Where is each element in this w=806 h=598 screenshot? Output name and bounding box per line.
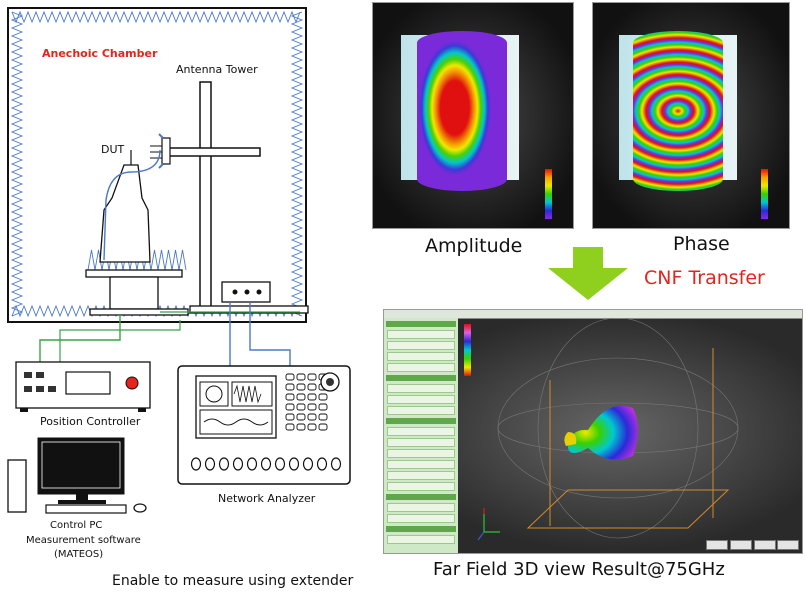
pc-label-line1: Control PC xyxy=(50,520,103,531)
farfield-caption: Far Field 3D view Result@75GHz xyxy=(433,559,725,580)
amplitude-panel xyxy=(372,2,574,229)
pc-label-line2: Measurement software xyxy=(26,535,141,546)
view-button-1[interactable] xyxy=(706,540,728,550)
view-button-3[interactable] xyxy=(754,540,776,550)
dut-label: DUT xyxy=(101,143,125,156)
cable-analyzer-2 xyxy=(249,302,291,366)
extender-box xyxy=(160,281,309,314)
cnf-transfer-caption: CNF Transfer xyxy=(644,267,765,289)
network-analyzer-device xyxy=(177,365,351,485)
chamber-label: Anechoic Chamber xyxy=(42,47,158,60)
control-pc-device xyxy=(7,437,147,514)
farfield-colorbar xyxy=(464,324,471,376)
amplitude-caption: Amplitude xyxy=(425,235,523,257)
tower-label: Antenna Tower xyxy=(176,63,258,76)
farfield-window xyxy=(383,309,803,554)
phase-surface xyxy=(633,31,723,191)
cable-controller xyxy=(39,315,121,362)
view-button-4[interactable] xyxy=(777,540,799,550)
pc-label-line3: (MATEOS) xyxy=(54,549,104,560)
view-button-2[interactable] xyxy=(730,540,752,550)
position-controller-device xyxy=(15,361,151,412)
window-titlebar xyxy=(384,310,802,319)
amplitude-colorbar xyxy=(545,169,552,219)
amplitude-surface xyxy=(417,31,507,191)
extender-caption: Enable to measure using extender xyxy=(112,573,354,589)
position-controller-label: Position Controller xyxy=(40,415,141,428)
farfield-3d-plot xyxy=(477,318,739,541)
phase-colorbar xyxy=(761,169,768,219)
phase-panel xyxy=(592,2,790,229)
network-analyzer-label: Network Analyzer xyxy=(218,492,316,505)
antenna-tower xyxy=(150,81,261,313)
phase-caption: Phase xyxy=(673,233,730,255)
settings-sidebar[interactable] xyxy=(384,318,458,553)
transfer-arrow xyxy=(548,247,628,300)
cable-controller-2 xyxy=(59,320,181,362)
dut-positioner xyxy=(85,149,189,316)
